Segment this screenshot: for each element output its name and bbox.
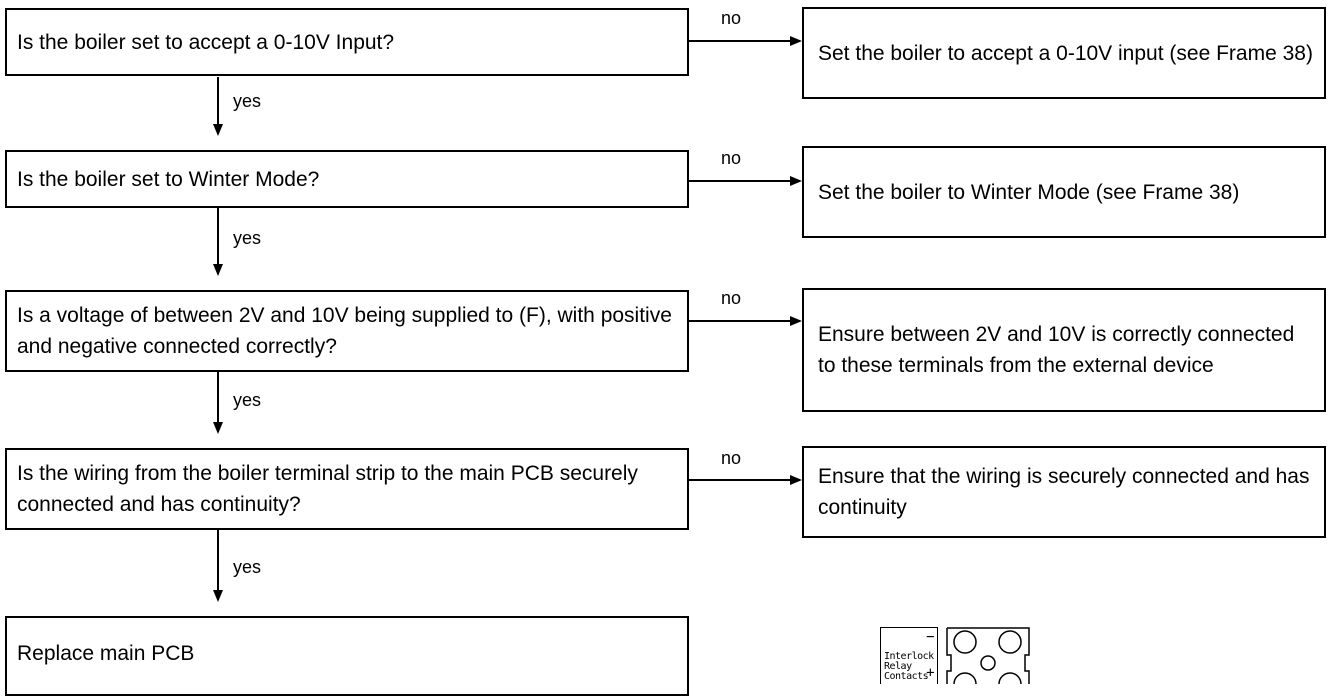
no-label-4: no [721,448,742,468]
question-box-1: Is the boiler set to accept a 0-10V Inpu… [5,8,689,76]
action-text-3: Ensure between 2V and 10V is correctly c… [818,323,1295,377]
action-text-1: Set the boiler to accept a 0-10V input (… [818,41,1313,65]
question-box-4: Is the wiring from the boiler terminal s… [5,448,689,530]
question-text-3: Is a voltage of between 2V and 10V being… [17,304,672,358]
yes-label-2: yes [233,228,262,248]
question-box-3: Is a voltage of between 2V and 10V being… [5,290,689,372]
terminal-label-box: − Interlock Relay Contacts + [880,627,938,684]
terminal-plus-sign: + [926,665,934,681]
yes-label-3: yes [233,390,262,410]
yes-label-1: yes [233,91,262,111]
terminal-block-icon [946,627,1030,684]
question-text-4: Is the wiring from the boiler terminal s… [17,462,638,516]
yes-label-4: yes [233,557,262,577]
action-box-3: Ensure between 2V and 10V is correctly c… [802,288,1326,412]
action-box-2: Set the boiler to Winter Mode (see Frame… [802,146,1326,238]
terminal-label-text: Interlock Relay Contacts [884,651,934,682]
terminal-minus-sign: − [926,629,934,645]
question-text-2: Is the boiler set to Winter Mode? [17,167,320,191]
action-box-1: Set the boiler to accept a 0-10V input (… [802,7,1326,99]
final-step-text: Replace main PCB [17,642,195,665]
action-text-4: Ensure that the wiring is securely conne… [818,465,1310,519]
no-label-1: no [721,8,742,28]
question-text-1: Is the boiler set to accept a 0-10V Inpu… [17,30,395,54]
question-box-2: Is the boiler set to Winter Mode? [5,150,689,208]
no-label-3: no [721,288,742,308]
action-text-2: Set the boiler to Winter Mode (see Frame… [818,180,1240,204]
no-label-2: no [721,148,742,168]
terminal-diagram: − Interlock Relay Contacts + [880,627,1102,684]
action-box-4: Ensure that the wiring is securely conne… [802,446,1326,538]
final-step-box: Replace main PCB [5,616,689,696]
